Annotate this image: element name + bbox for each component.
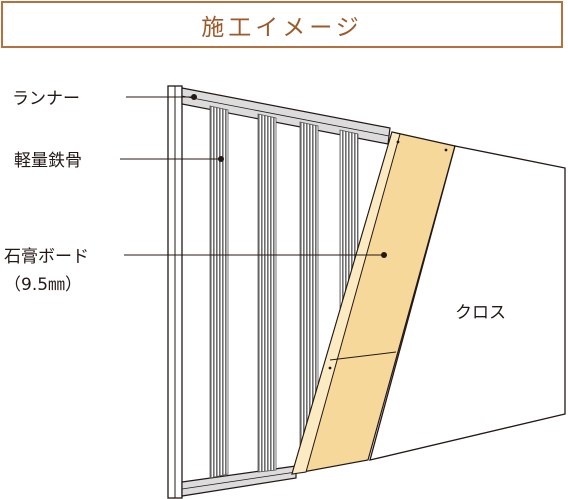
steel-stud	[257, 113, 277, 473]
runner-callout: ランナー	[12, 89, 197, 109]
cloth-label: クロス	[455, 303, 506, 323]
runner-label: ランナー	[12, 89, 80, 109]
gypsum-thickness-label: （9.5㎜）	[4, 275, 82, 295]
gypsum-board	[291, 131, 456, 475]
gypsum-board-label: 石膏ボード	[4, 246, 89, 267]
title: 施工イメージ	[201, 14, 363, 41]
gypsum-board-callout: 石膏ボード （9.5㎜）	[4, 246, 387, 295]
steel-frame-callout: 軽量鉄骨	[14, 151, 224, 171]
title-box: 施工イメージ	[1, 1, 563, 48]
steel-frame-label: 軽量鉄骨	[14, 151, 82, 171]
bottom-runner	[181, 465, 297, 497]
steel-stud	[209, 105, 229, 479]
cloth-surface: クロス	[369, 145, 566, 461]
left-frame-post	[167, 85, 183, 499]
